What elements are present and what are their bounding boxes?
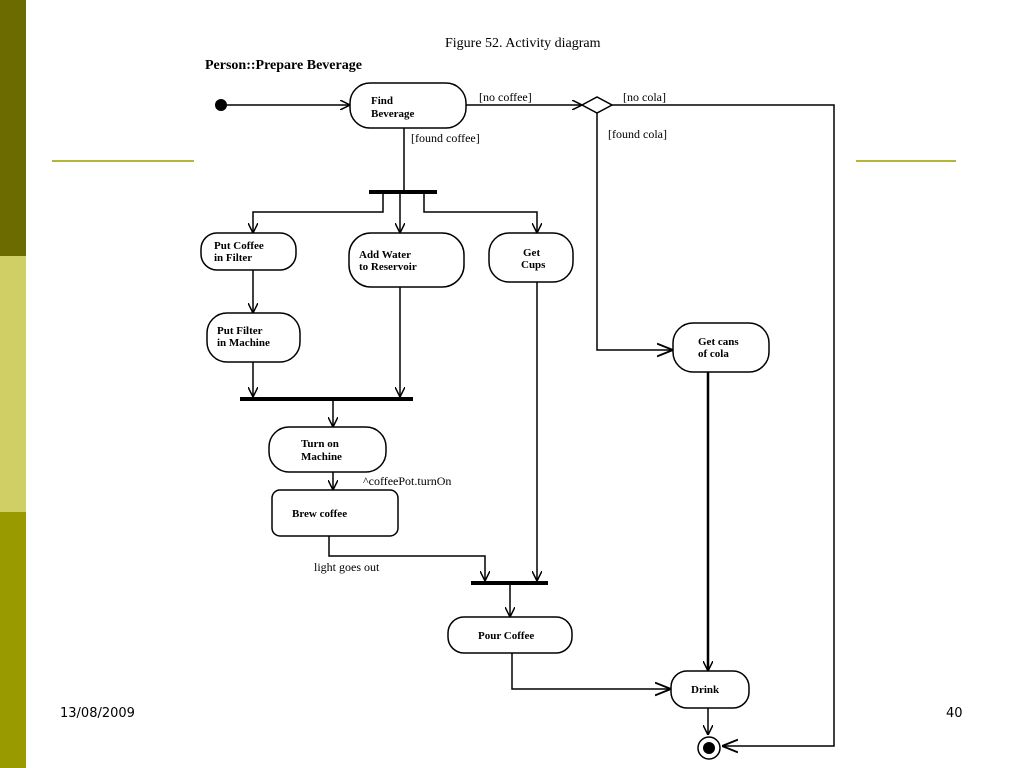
initial-state <box>215 99 227 111</box>
node-pour-coffee-label: Pour Coffee <box>478 630 534 642</box>
edge-no-cola <box>612 104 835 746</box>
node-add-water-line1: Add Water <box>359 249 411 261</box>
edge-pour-to-drink <box>511 653 671 689</box>
edge-fork-to-filter <box>253 194 384 233</box>
edge-found-cola <box>596 113 673 350</box>
label-coffeepot-turnon: ^coffeePot.turnOn <box>363 474 451 488</box>
join-bar <box>240 397 413 401</box>
edge-light-goes-out <box>328 536 485 581</box>
node-get-cola-line2: of cola <box>698 348 729 360</box>
node-find-beverage-line1: Find <box>371 95 393 107</box>
node-get-cola-line1: Get cans <box>698 336 739 348</box>
fork-bar <box>369 190 437 194</box>
node-pour-coffee: Pour Coffee <box>447 616 573 654</box>
page-number: 40 <box>946 706 963 721</box>
final-state-core <box>703 742 715 754</box>
label-no-cola: [no cola] <box>623 90 666 104</box>
title-rule-right <box>856 160 956 162</box>
node-put-filter-line1: Put Filter <box>217 325 263 337</box>
node-get-cups-line2: Cups <box>521 259 546 271</box>
node-put-coffee-line1: Put Coffee <box>214 240 264 252</box>
node-brew-coffee-label: Brew coffee <box>292 508 347 520</box>
label-light-goes-out: light goes out <box>314 560 380 574</box>
node-brew-coffee: Brew coffee <box>271 489 399 537</box>
footer-date: 13/08/2009 <box>60 706 135 721</box>
node-get-cups-line1: Get <box>523 247 540 259</box>
sidebar-stripe-light <box>0 256 26 512</box>
node-get-cans-of-cola: Get cans of cola <box>672 322 770 373</box>
node-put-filter-line2: in Machine <box>217 337 270 349</box>
figure-title: Figure 52. Activity diagram <box>445 36 601 51</box>
diagram-heading: Person::Prepare Beverage <box>205 58 362 73</box>
edges <box>227 104 835 746</box>
node-put-coffee-line2: in Filter <box>214 252 252 264</box>
label-found-coffee: [found coffee] <box>411 131 480 145</box>
node-turn-on-machine: Turn on Machine <box>268 426 387 473</box>
label-found-cola: [found cola] <box>608 127 667 141</box>
node-put-coffee-in-filter: Put Coffee in Filter <box>200 232 297 271</box>
sidebar-stripe-dark <box>0 0 26 256</box>
node-add-water: Add Water to Reservoir <box>348 232 465 288</box>
pour-join-bar <box>471 581 548 585</box>
label-no-coffee: [no coffee] <box>479 90 532 104</box>
node-find-beverage: Find Beverage <box>349 82 467 129</box>
decision-diamond <box>580 96 614 114</box>
node-turn-on-line2: Machine <box>301 451 342 463</box>
sidebar-stripe-olive <box>0 512 26 768</box>
node-put-filter-in-machine: Put Filter in Machine <box>206 312 301 363</box>
node-drink: Drink <box>670 670 750 709</box>
edge-fork-to-cups <box>423 194 537 233</box>
node-get-cups: Get Cups <box>488 232 574 283</box>
node-turn-on-line1: Turn on <box>301 438 339 450</box>
title-rule-left <box>52 160 194 162</box>
node-drink-label: Drink <box>691 684 720 696</box>
node-find-beverage-line2: Beverage <box>371 108 414 120</box>
node-add-water-line2: to Reservoir <box>359 261 417 273</box>
